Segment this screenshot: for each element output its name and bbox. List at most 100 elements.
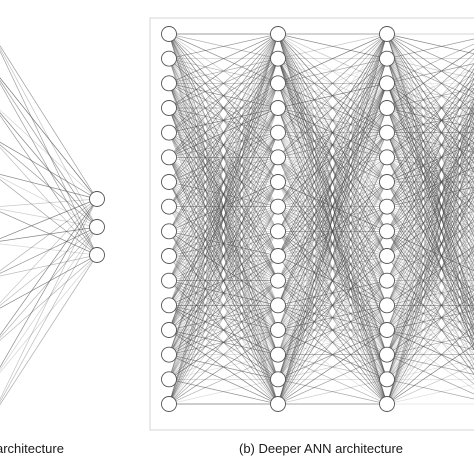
connection-edge — [386, 63, 474, 183]
connection-edge — [168, 280, 279, 405]
neuron-node — [379, 198, 395, 215]
connection-edge — [386, 87, 474, 306]
connection-edge — [277, 33, 388, 84]
connection-edge — [277, 280, 388, 405]
connection-edge — [0, 176, 98, 228]
neuron-node — [161, 346, 177, 363]
connection-edge — [386, 206, 474, 405]
neuron-node — [270, 50, 286, 67]
connection-edge — [277, 33, 388, 380]
connection-edge — [277, 33, 388, 207]
connection-edge — [277, 231, 388, 405]
connection-edge — [168, 354, 279, 405]
connection-edge — [386, 364, 474, 405]
connection-edge — [386, 82, 474, 281]
connection-edge — [277, 83, 388, 331]
neuron-node — [270, 396, 286, 412]
connection-edge — [168, 305, 279, 405]
connection-edge — [168, 280, 279, 380]
connection-edge — [168, 206, 279, 355]
neuron-node — [270, 223, 286, 240]
neuron-node — [161, 198, 177, 215]
connection-edge — [277, 206, 388, 405]
connection-edge — [277, 378, 388, 405]
connection-edge — [277, 58, 388, 405]
connection-edge — [168, 181, 279, 405]
connection-edge — [277, 231, 388, 355]
connection-edge — [0, 45, 98, 200]
connection-edge — [386, 146, 474, 405]
connection-edge — [168, 33, 279, 306]
connection-edge — [277, 33, 388, 183]
connection-edge — [386, 186, 474, 405]
neuron-node — [270, 371, 286, 388]
connection-edge — [277, 378, 388, 405]
neuron-node — [379, 174, 395, 190]
connection-edge — [0, 254, 98, 373]
connection-edge — [386, 43, 474, 84]
neuron-node — [379, 297, 395, 314]
connection-edge — [277, 33, 388, 60]
connection-edge — [277, 33, 388, 306]
connection-edge — [386, 285, 474, 405]
panel-b-edges — [168, 33, 474, 405]
neuron-node — [379, 75, 395, 92]
caption-panel-b: (b) Deeper ANN architecture — [239, 441, 404, 456]
connection-edge — [168, 33, 279, 183]
connection-edge — [168, 33, 279, 405]
panel-b-deeper-network — [161, 26, 474, 412]
neuron-node — [270, 297, 286, 314]
connection-edge — [386, 97, 474, 355]
connection-edge — [0, 179, 98, 256]
connection-edge — [168, 33, 279, 331]
connection-edge — [277, 305, 388, 405]
connection-edge — [0, 226, 98, 339]
caption-panel-a: architecture — [0, 441, 64, 456]
connection-edge — [168, 255, 279, 405]
connection-edge — [386, 245, 474, 405]
connection-edge — [277, 33, 388, 158]
neuron-node — [89, 219, 105, 235]
connection-edge — [386, 107, 474, 405]
connection-edge — [277, 83, 388, 405]
connection-edge — [0, 141, 98, 200]
connection-edge — [0, 198, 98, 368]
connection-edge — [277, 33, 388, 257]
connection-edge — [386, 235, 474, 355]
neuron-node — [379, 248, 395, 264]
connection-edge — [168, 83, 279, 257]
connection-edge — [0, 226, 98, 371]
connection-edge — [0, 254, 98, 277]
neuron-node — [270, 75, 286, 92]
connection-edge — [0, 243, 98, 256]
neuron-node — [270, 124, 286, 141]
neuron-node — [270, 322, 286, 338]
connection-edge — [0, 198, 98, 207]
connection-edge — [168, 33, 279, 109]
connection-edge — [168, 83, 279, 405]
connection-edge — [168, 33, 279, 257]
connection-edge — [386, 270, 474, 331]
connection-edge — [0, 198, 98, 240]
neuron-node — [379, 322, 395, 338]
connection-edge — [277, 231, 388, 306]
neuron-node — [161, 371, 177, 388]
connection-edge — [277, 33, 388, 133]
neuron-node — [161, 272, 177, 289]
connection-edge — [277, 305, 388, 380]
connection-edge — [0, 211, 98, 256]
panel-b-border — [149, 17, 474, 431]
neuron-node — [379, 346, 395, 363]
connection-edge — [386, 58, 474, 158]
connection-edge — [0, 82, 98, 256]
connection-edge — [386, 305, 474, 405]
neuron-node — [270, 174, 286, 190]
neuron-node — [379, 124, 395, 141]
connection-edge — [277, 206, 388, 331]
connection-edge — [277, 33, 388, 109]
neuron-node — [270, 26, 286, 42]
neuron-node — [161, 75, 177, 92]
panel-a-nodes — [89, 191, 105, 263]
connection-edge — [386, 329, 474, 351]
